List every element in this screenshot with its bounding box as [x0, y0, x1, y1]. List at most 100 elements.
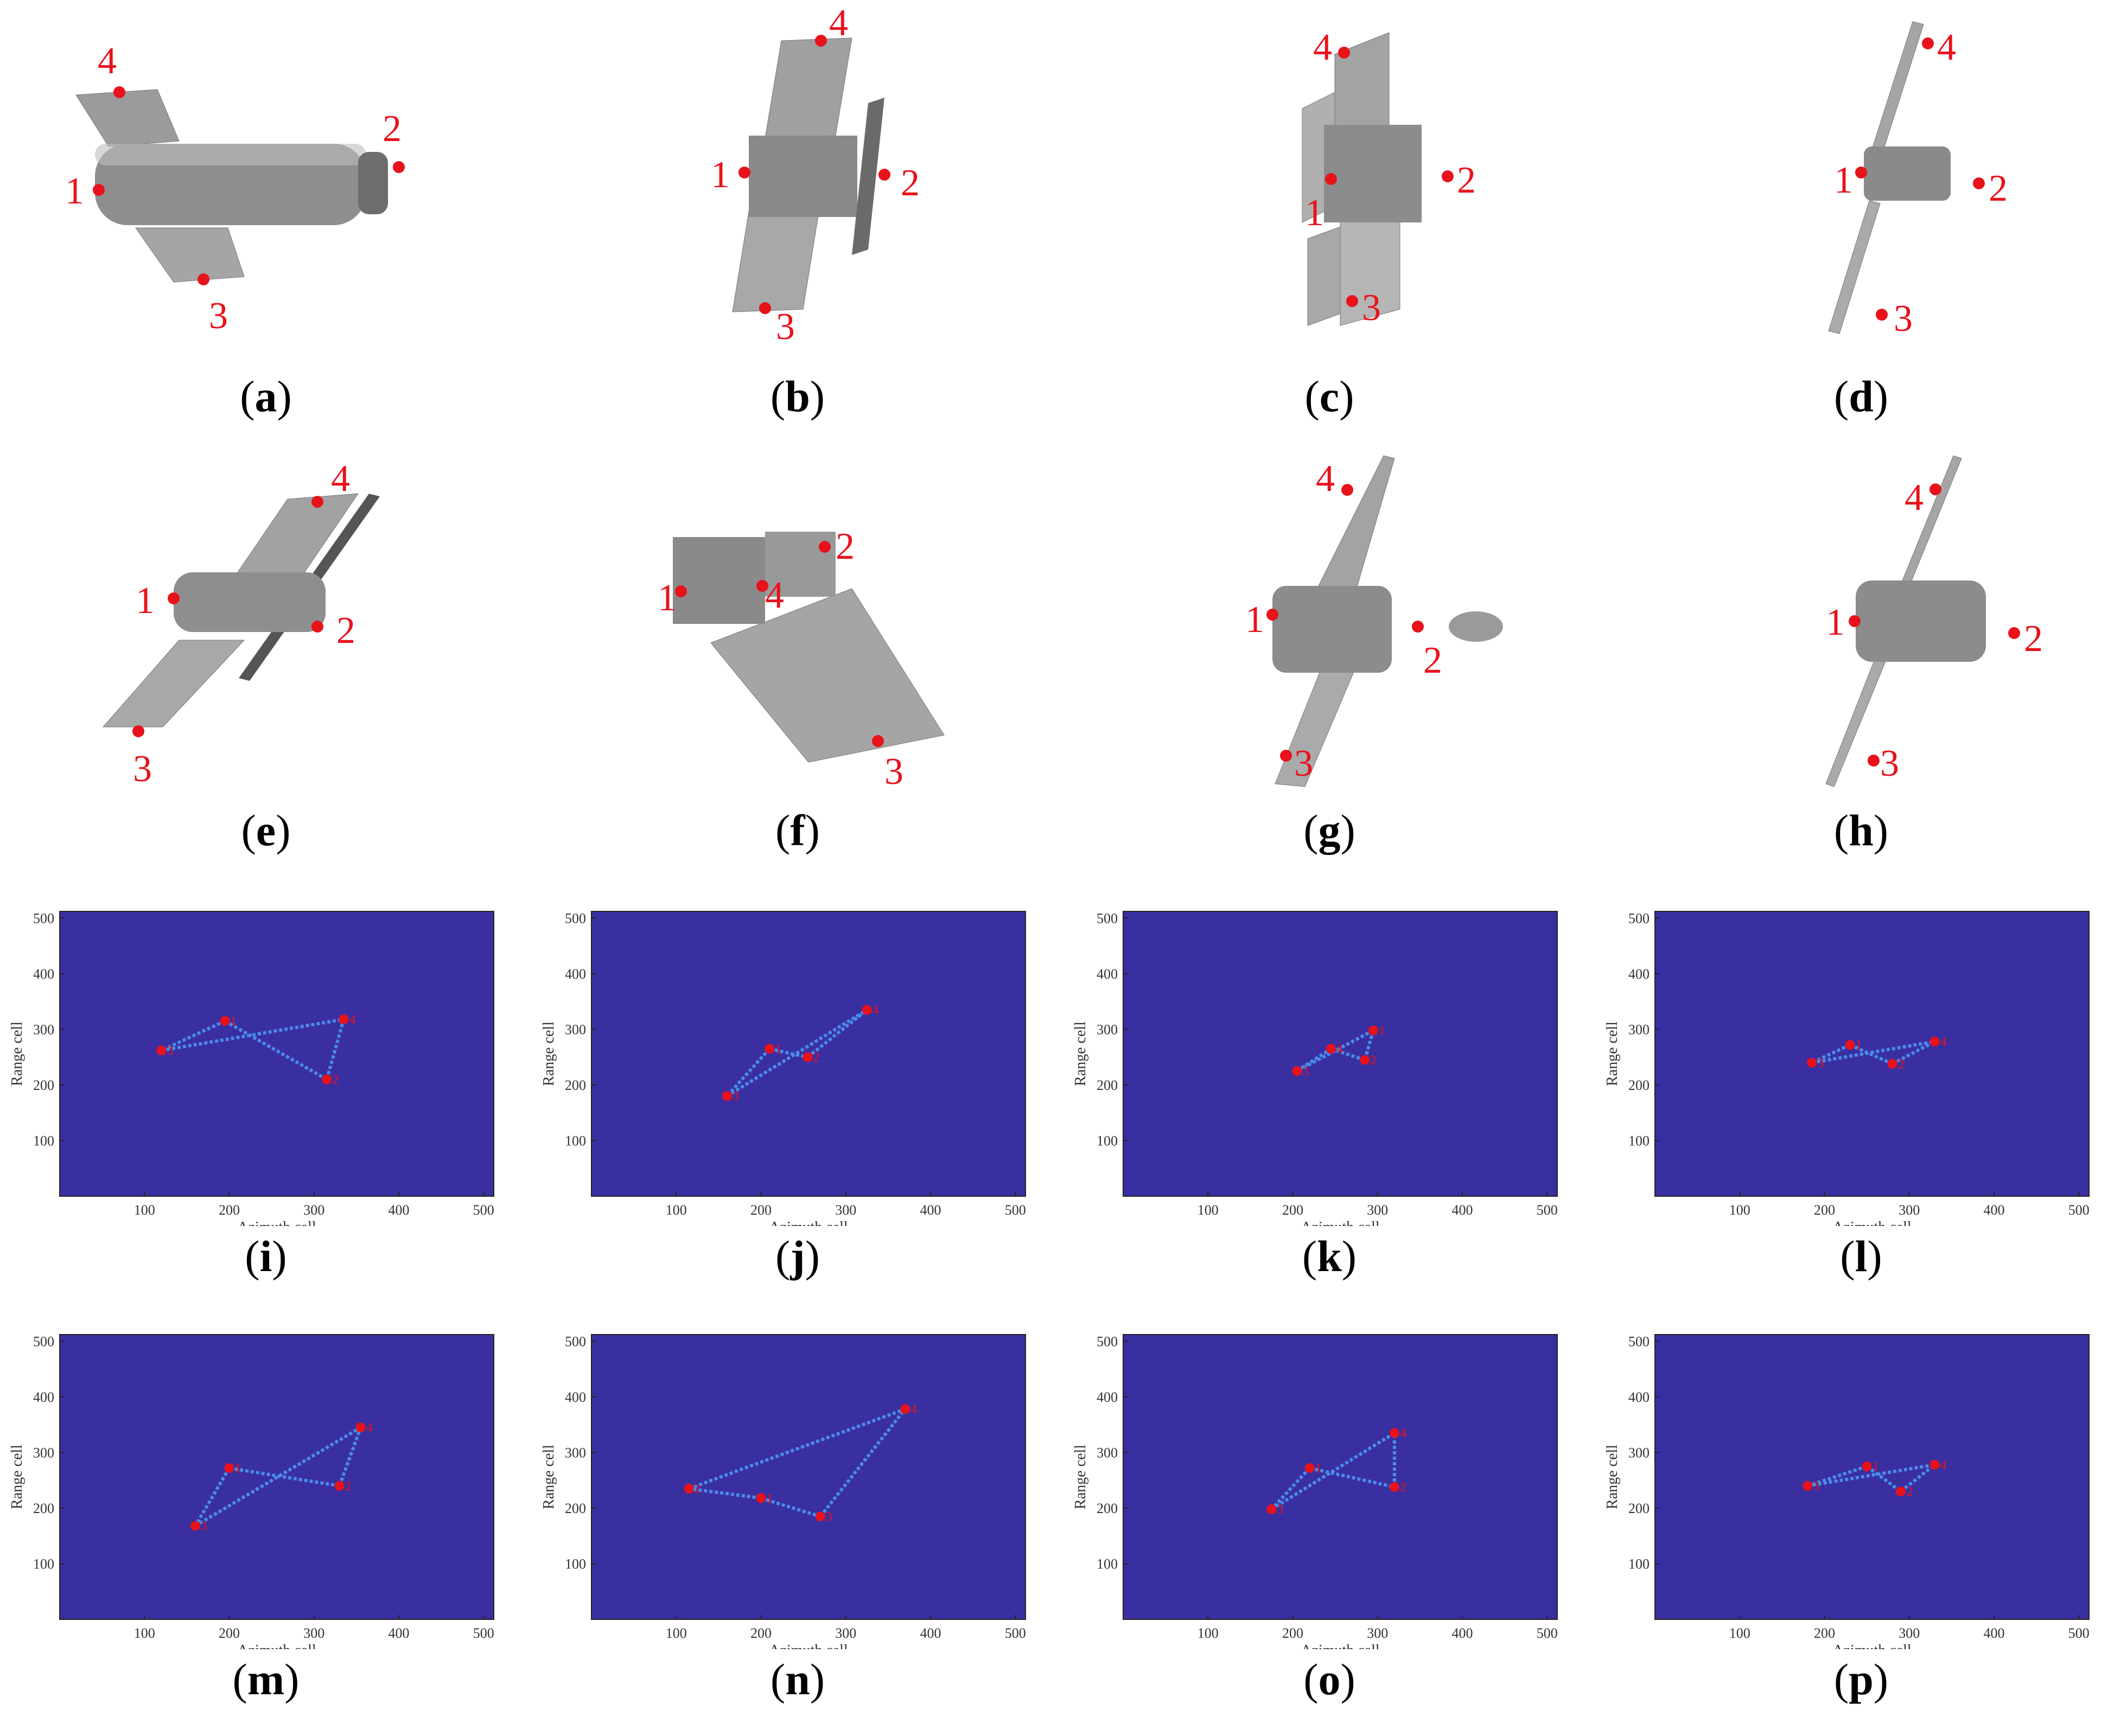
scatter-point-marker: [1360, 1055, 1370, 1065]
y-tick-label: 400: [1097, 966, 1118, 982]
scatter-point-label: 2: [1400, 1480, 1406, 1495]
point-label-3: 3: [1894, 298, 1913, 340]
scatter-point-marker: [1887, 1058, 1897, 1069]
panel-j: 100100200200300300400400500500Azimuth ce…: [532, 868, 1064, 1291]
scatter-strip: [1811, 1043, 1851, 1064]
scatter-strip: [194, 1426, 362, 1528]
scatter-strip: [1330, 1047, 1366, 1062]
scatter-point-label: 4: [349, 1013, 355, 1027]
image-background: [60, 911, 494, 1196]
scatter-point-label: 3: [826, 1510, 832, 1524]
y-tick-label: 100: [33, 1133, 54, 1148]
panel-d: 1 2 3 4 (d): [1595, 0, 2127, 434]
isar-image-o: 100100200200300300400400500500Azimuth ce…: [1072, 1333, 1558, 1649]
scatter-point-marker: [1807, 1057, 1817, 1068]
x-tick-label: 500: [2068, 1202, 2090, 1218]
point-label-1: 1: [658, 577, 677, 619]
y-tick-label: 100: [565, 1133, 586, 1148]
x-axis-label: Azimuth cell: [769, 1642, 848, 1649]
scatter-point-marker: [1292, 1066, 1302, 1076]
scatter-strip: [325, 1019, 346, 1080]
y-tick-label: 300: [33, 1445, 54, 1460]
target-scatter: [1811, 1039, 1936, 1065]
plot-frame: [59, 1334, 494, 1620]
target-scatter: [1296, 1029, 1375, 1073]
scatter-point-label: 4: [1400, 1426, 1406, 1440]
scatter-point-marker: [1803, 1480, 1813, 1491]
y-tick-label: 300: [1097, 1445, 1118, 1460]
x-tick-label: 200: [1282, 1202, 1303, 1218]
point-label-2: 2: [336, 610, 355, 652]
target-scatter: [194, 1426, 362, 1528]
y-tick-label: 100: [1097, 1133, 1118, 1148]
y-tick-label: 400: [1628, 1389, 1650, 1405]
scatter-point-label: 2: [345, 1479, 352, 1494]
scatter-strip: [726, 1008, 868, 1097]
x-tick-label: 500: [1005, 1202, 1026, 1218]
panel-h: 1 2 3 4 (h): [1595, 434, 2127, 868]
y-axis-label: Range cell: [1072, 1445, 1089, 1509]
plot-frame: [591, 911, 1026, 1197]
y-tick-label: 500: [1628, 910, 1650, 926]
scatter-point-label: 2: [1898, 1057, 1905, 1071]
satellite-model-c: 1 2 3 4: [1302, 27, 1476, 329]
y-tick-label: 500: [1628, 1333, 1650, 1349]
panel-o: 100100200200300300400400500500Azimuth ce…: [1064, 1291, 1595, 1736]
x-tick-label: 300: [303, 1202, 324, 1218]
y-tick-label: 100: [1628, 1133, 1650, 1148]
scatter-strip: [806, 1009, 868, 1058]
panel-b: 1 2 3 4 (b): [532, 0, 1064, 434]
scatter-point-label: 2: [1370, 1054, 1377, 1068]
point-label-2: 2: [383, 108, 402, 150]
scatter-point-label: 2: [813, 1051, 819, 1065]
plot-frame: [1123, 1334, 1558, 1620]
scatter-point-label: 1: [1379, 1024, 1385, 1038]
point-label-4: 4: [98, 40, 117, 82]
caption-c: (c): [1304, 372, 1354, 421]
x-tick-label: 300: [835, 1202, 856, 1218]
caption-p: (p): [1833, 1655, 1889, 1704]
target-scatter: [725, 1008, 868, 1097]
isar-image-p: 100100200200300300400400500500Azimuth ce…: [1604, 1333, 2090, 1649]
y-tick-label: 500: [565, 1333, 586, 1349]
x-tick-label: 500: [1005, 1625, 1026, 1641]
scatter-strip: [194, 1467, 231, 1527]
scatter-point-marker: [722, 1091, 732, 1101]
x-axis-label: Azimuth cell: [769, 1219, 848, 1226]
x-tick-label: 100: [134, 1625, 155, 1641]
caption-l: (l): [1840, 1231, 1882, 1281]
x-axis-label: Azimuth cell: [1832, 1642, 1912, 1649]
scatter-point-marker: [1304, 1463, 1315, 1473]
panel-f: 1 2 3 4 (f): [532, 434, 1064, 868]
caption-k: (k): [1302, 1231, 1357, 1281]
y-tick-label: 100: [33, 1556, 54, 1572]
scatter-point-label: 3: [1302, 1064, 1309, 1078]
point-label-4: 4: [1316, 458, 1335, 500]
point-label-3: 3: [776, 306, 795, 348]
scatter-point-marker: [1368, 1025, 1378, 1036]
y-tick-label: 400: [1097, 1389, 1118, 1405]
point-label-2: 2: [1989, 168, 2008, 209]
scatter-strip: [769, 1047, 808, 1059]
satellite-model-e: 1 2 3 4: [102, 458, 380, 790]
isar-image-i: 100100200200300300400400500500Azimuth ce…: [9, 910, 494, 1226]
point-label-1: 1: [1826, 602, 1845, 643]
scatter-strip: [1892, 1040, 1936, 1065]
scatter-strip: [1270, 1431, 1396, 1511]
panel-g: 1 2 3 4 (g): [1064, 434, 1595, 868]
point-label-3: 3: [133, 748, 152, 790]
y-tick-label: 400: [1628, 966, 1650, 982]
scatter-strip: [1849, 1043, 1893, 1065]
x-tick-label: 400: [1452, 1625, 1473, 1641]
scatter-point-label: 4: [1336, 1042, 1343, 1056]
point-label-3: 3: [209, 295, 228, 337]
point-2-marker: [393, 161, 405, 173]
y-tick-label: 400: [33, 1389, 54, 1405]
scatter-point-label: 3: [201, 1520, 207, 1534]
x-tick-label: 500: [1537, 1625, 1558, 1641]
point-label-4: 4: [765, 575, 784, 616]
x-tick-label: 100: [1198, 1202, 1219, 1218]
plot-frame: [591, 1334, 1026, 1620]
scatter-point-label: 3: [1813, 1479, 1819, 1494]
y-tick-label: 300: [33, 1022, 54, 1037]
